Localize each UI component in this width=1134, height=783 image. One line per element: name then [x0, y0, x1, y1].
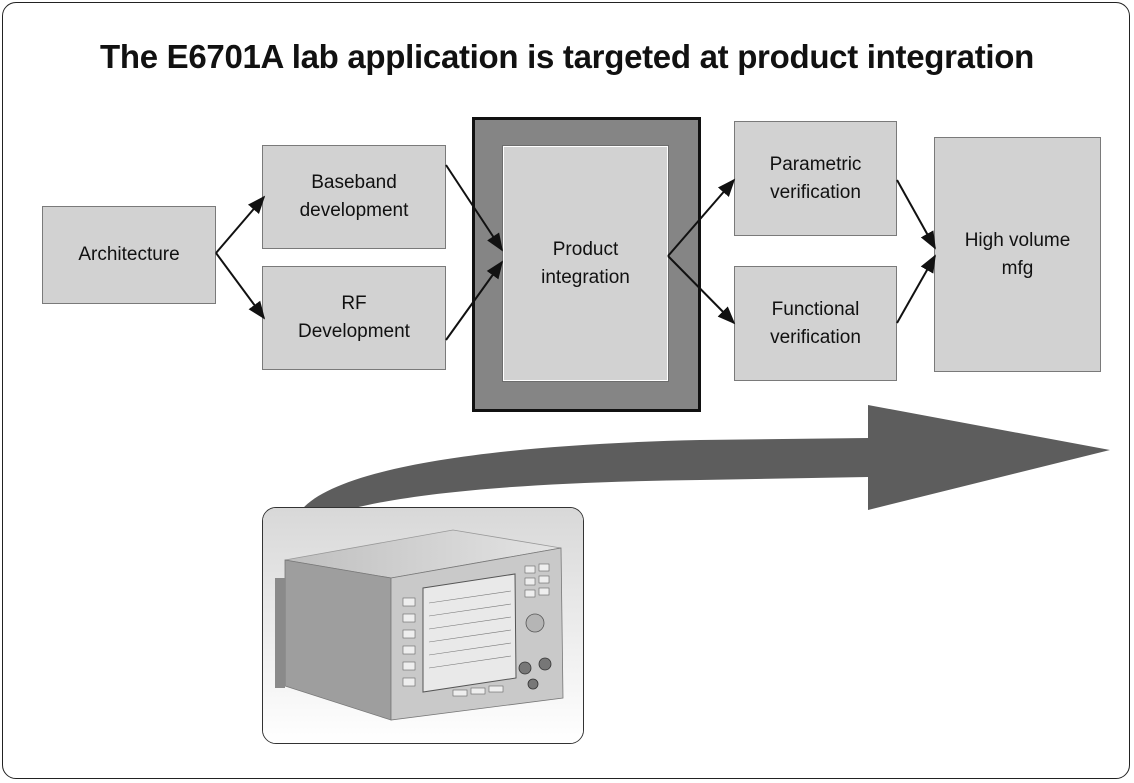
- arrow-baseband-to-product: [445, 164, 503, 252]
- test-instrument-photo-icon: [263, 508, 583, 743]
- arrow-arch-to-rf: [215, 252, 266, 320]
- functional-verification-box: Functional verification: [734, 266, 897, 381]
- product-integration-box: Product integration: [502, 145, 669, 382]
- slide-title: The E6701A lab application is targeted a…: [100, 38, 1034, 75]
- architecture-box: Architecture: [42, 206, 216, 304]
- arrow-rf-to-product: [445, 260, 504, 341]
- arrow-product-to-functional: [667, 255, 736, 325]
- big-curved-arrow-icon: [300, 405, 1110, 512]
- arrow-arch-to-baseband: [215, 195, 266, 254]
- arrow-functional-to-highvolume: [896, 254, 936, 324]
- arrow-parametric-to-highvolume: [896, 179, 936, 250]
- rf-development-box: RF Development: [262, 266, 446, 370]
- instrument-photo: [262, 507, 584, 744]
- arrow-product-to-parametric: [667, 178, 736, 257]
- parametric-verification-box: Parametric verification: [734, 121, 897, 236]
